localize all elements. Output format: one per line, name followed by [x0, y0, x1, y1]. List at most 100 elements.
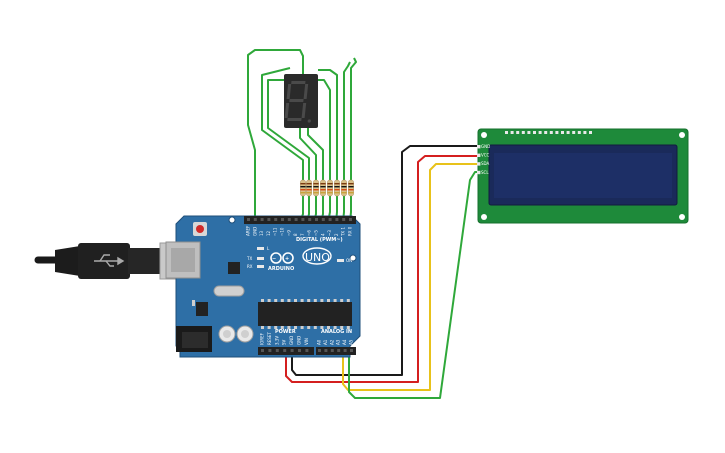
power-pin-hole[interactable] — [268, 349, 272, 352]
wire-seg-c[interactable] — [299, 128, 317, 180]
analog-header[interactable] — [316, 347, 356, 355]
digital-pin-label: ~6 — [307, 230, 312, 236]
power-header-pins[interactable] — [261, 349, 309, 352]
digital-pin-label: 7 — [300, 233, 305, 236]
digital-pin-label: GND — [252, 227, 257, 236]
power-pin-label: GND — [289, 336, 294, 345]
power-pin-label: GND — [297, 336, 302, 345]
power-pin-hole[interactable] — [298, 349, 301, 352]
atmega-chip-pins — [261, 299, 350, 329]
atmega-chip — [258, 302, 352, 326]
wire-seg-a[interactable] — [261, 67, 304, 180]
analog-pin-label: A0 — [317, 339, 322, 345]
analog-pin-hole[interactable] — [318, 349, 321, 352]
voltage-regulator — [196, 302, 208, 316]
resistor-icon[interactable] — [341, 179, 347, 197]
resistor-icon[interactable] — [334, 179, 340, 197]
wire-seg-f[interactable] — [318, 69, 338, 180]
lcd-pin[interactable] — [477, 162, 481, 166]
resistor-array[interactable] — [300, 179, 354, 197]
wire-seg-g[interactable] — [343, 61, 351, 180]
wire-lcd-vcc[interactable] — [285, 155, 478, 383]
analog-pin-hole[interactable] — [337, 349, 341, 352]
analog-header-pins[interactable] — [318, 349, 353, 352]
power-pin-label: 3.3V — [274, 336, 279, 345]
digital-pin-hole[interactable] — [335, 218, 339, 221]
lcd-pin[interactable] — [477, 170, 481, 175]
power-pin-hole[interactable] — [283, 349, 287, 352]
resistor-icon[interactable] — [313, 179, 319, 197]
resistor-icon[interactable] — [320, 179, 326, 197]
analog-pin-hole[interactable] — [350, 349, 353, 352]
digital-pin-hole[interactable] — [308, 218, 312, 221]
power-pin-hole[interactable] — [275, 349, 279, 352]
digital-pin-hole[interactable] — [287, 218, 291, 221]
arduino-mount-hole — [349, 254, 357, 262]
seven-segment-display[interactable] — [284, 74, 318, 128]
resistor-icon[interactable] — [300, 179, 306, 197]
digital-pin-hole[interactable] — [260, 218, 264, 221]
svg-text:+: + — [285, 256, 289, 262]
digital-pin-label: 12 — [266, 230, 271, 236]
digital-pin-hole[interactable] — [267, 218, 271, 221]
power-pin-hole[interactable] — [261, 349, 264, 352]
arduino-mount-hole — [228, 216, 236, 224]
digital-pin-label: 8 — [293, 233, 298, 236]
digital-pin-hole[interactable] — [301, 218, 305, 221]
wire-seg-d[interactable] — [307, 128, 324, 180]
power-pin-hole[interactable] — [290, 349, 294, 352]
digital-pin-hole[interactable] — [294, 218, 298, 221]
digital-pin-hole[interactable] — [342, 218, 346, 221]
digital-pin-hole[interactable] — [349, 218, 352, 221]
digital-pin-hole[interactable] — [321, 218, 325, 221]
wire-lcd-gnd[interactable] — [291, 145, 478, 376]
digital-pin-hole[interactable] — [281, 218, 284, 221]
digital-pin-hole[interactable] — [274, 218, 278, 221]
usb-plug-neck — [128, 248, 160, 274]
usb-chip — [228, 262, 240, 274]
reset-button-cap[interactable] — [196, 225, 204, 233]
digital-pin-label: ~11 — [273, 227, 278, 236]
digital-header[interactable] — [244, 216, 356, 224]
wire-lcd-sda[interactable] — [342, 163, 478, 391]
svg-text:ON: ON — [346, 258, 352, 263]
digital-pin-label: ~5 — [314, 230, 319, 236]
wire-seg-b[interactable] — [267, 79, 310, 180]
analog-pin-label: A5 — [349, 339, 354, 345]
resistor-icon[interactable] — [348, 179, 354, 197]
analog-pin-hole[interactable] — [324, 349, 328, 352]
digital-pin-label: TX 1 — [341, 227, 346, 237]
wire-seg-dp[interactable] — [350, 57, 357, 180]
digital-pin-label: ~10 — [280, 227, 285, 236]
analog-pin-hole[interactable] — [330, 349, 334, 352]
digital-pin-hole[interactable] — [253, 218, 257, 221]
svg-text:RX: RX — [247, 264, 253, 269]
wire-seg-e[interactable] — [318, 79, 331, 180]
analog-pin-hole[interactable] — [343, 349, 347, 352]
digital-header-pins[interactable] — [247, 218, 352, 221]
seven-segment-icon — [284, 81, 311, 123]
arduino-logo: − + ARDUINO UNO — [268, 247, 332, 272]
lcd-pin[interactable] — [477, 145, 481, 149]
digital-pin-hole[interactable] — [247, 218, 250, 221]
wire-seg-common[interactable] — [247, 49, 304, 218]
usb-symbol-icon — [94, 254, 125, 267]
power-pin-hole[interactable] — [305, 349, 309, 352]
wire-lcd-scl[interactable] — [348, 171, 478, 399]
digital-pin-label: 2 — [334, 233, 339, 236]
resistor-icon[interactable] — [327, 179, 333, 197]
digital-pin-label: AREF — [246, 225, 251, 236]
digital-pin-hole[interactable] — [315, 218, 318, 221]
regulator-tab — [192, 300, 195, 306]
resistor-icon[interactable] — [306, 179, 312, 197]
digital-pin-hole[interactable] — [328, 218, 332, 221]
lcd-mount-hole — [481, 214, 487, 220]
analog-label: ANALOG IN — [321, 329, 352, 335]
lcd-pin[interactable] — [477, 153, 481, 157]
